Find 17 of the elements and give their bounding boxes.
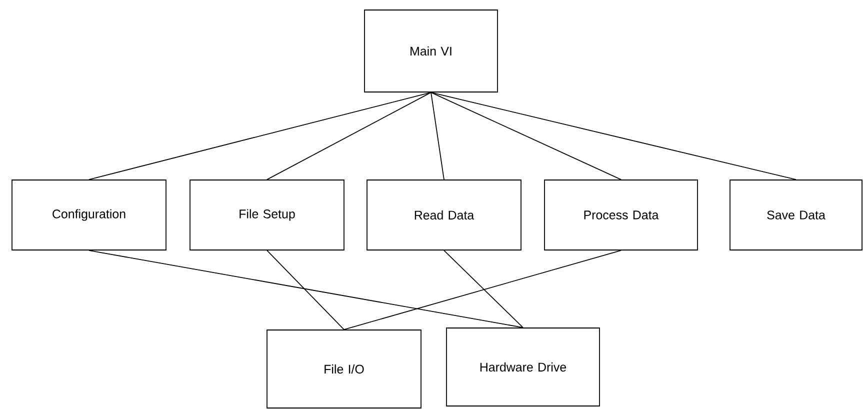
process-box: Main VI <box>364 10 498 92</box>
process-box: Hardware Drive <box>446 328 600 406</box>
process-box: Process Data <box>544 180 698 250</box>
process-box: File Setup <box>190 180 344 250</box>
process-box: Save Data <box>730 180 862 250</box>
connector-line <box>88 92 432 180</box>
connector-line <box>266 92 432 180</box>
process-box: Read Data <box>366 180 522 250</box>
connector-line <box>430 92 622 180</box>
connector-line <box>430 92 796 180</box>
connector-line <box>344 250 622 330</box>
process-box: Configuration <box>12 180 166 250</box>
connector-line <box>266 250 344 330</box>
connector-line <box>88 250 524 328</box>
connector-line <box>430 92 444 180</box>
process-box: File I/O <box>266 330 422 408</box>
connector-line <box>444 250 524 328</box>
